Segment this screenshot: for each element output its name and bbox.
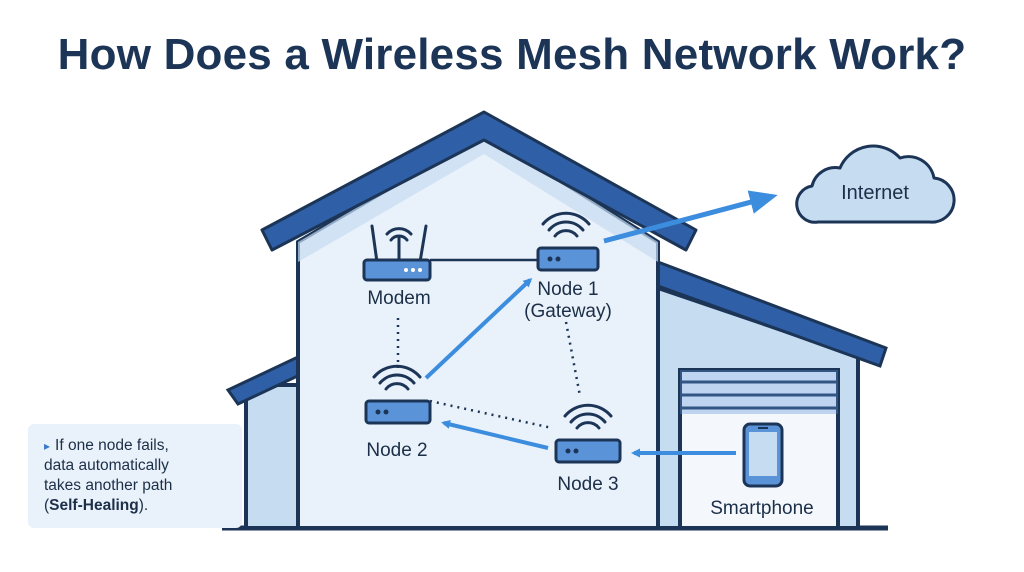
arrow-node2-to-node1: [424, 277, 533, 380]
node1-label: Node 1: [537, 279, 598, 300]
cloud-icon: [795, 144, 956, 224]
wifi-icon: [563, 403, 613, 430]
modem-label: Modem: [367, 288, 430, 309]
note-line-4: (Self-Healing).: [44, 497, 149, 514]
node3-label: Node 3: [557, 474, 618, 495]
arrow-node1-to-internet: [603, 190, 778, 244]
router-icon: [554, 438, 622, 464]
node3-device: Node 3: [554, 403, 622, 495]
garage-annex: [656, 259, 888, 530]
smartphone-label: Smartphone: [710, 498, 814, 519]
internet-label: Internet: [841, 182, 909, 204]
node2-device: Node 2: [364, 364, 432, 461]
smartphone-device: Smartphone: [710, 422, 814, 519]
self-healing-note: ▸If one node fails, data automatically t…: [28, 424, 242, 528]
self-healing-term: Self-Healing: [49, 497, 139, 514]
antenna-icon: [370, 224, 428, 264]
note-line-2: data automatically: [44, 457, 169, 474]
router-icon: [362, 258, 432, 282]
wifi-icon: [372, 364, 422, 391]
wifi-icon: [541, 211, 591, 238]
node1-device: Node 1 (Gateway): [524, 211, 612, 322]
modem-device: Modem: [362, 224, 432, 309]
internet-cloud: Internet: [795, 144, 956, 224]
bullet-icon: ▸: [44, 439, 51, 453]
connection-lines: [396, 258, 582, 430]
garage-door-slats: [680, 380, 838, 410]
node2-label: Node 2: [366, 440, 427, 461]
note-line-3: takes another path: [44, 477, 173, 494]
data-arrows: [424, 190, 778, 458]
arrow-node3-to-node2: [441, 420, 549, 450]
node1-role-label: (Gateway): [524, 301, 612, 322]
router-icon: [364, 399, 432, 425]
note-line-1: ▸If one node fails,: [44, 437, 169, 454]
main-house: [260, 110, 698, 530]
left-annex: [225, 353, 308, 530]
page-title: How Does a Wireless Mesh Network Work?: [57, 30, 967, 79]
router-icon: [536, 246, 600, 272]
